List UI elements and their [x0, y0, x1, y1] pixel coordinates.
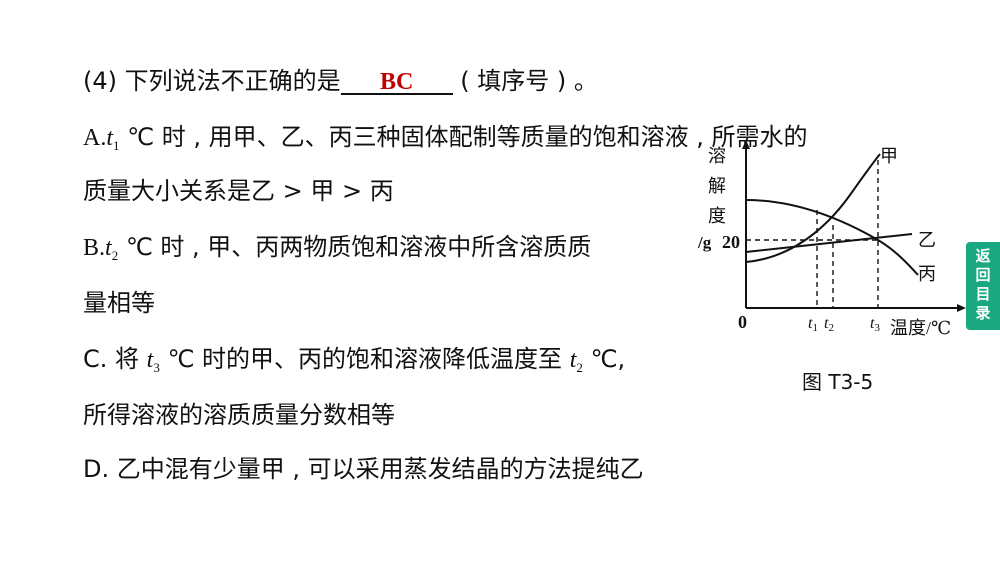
curve-bing	[745, 199, 919, 276]
origin-label: 0	[738, 312, 747, 332]
curve-yi	[745, 233, 913, 253]
option-a-text1: ℃ 时 , 用甲、乙、丙三种固体配制等质量的饱和溶液 , 所需水的	[127, 123, 808, 151]
option-b-lead: B.	[83, 235, 106, 261]
x-axis-label: 温度/℃	[890, 318, 951, 338]
option-c-var2: t	[569, 347, 577, 373]
question-suffix: ( 填序号 ) 。	[460, 67, 598, 95]
option-a-line2: 质量大小关系是乙 > 甲 > 丙	[83, 176, 394, 206]
label-bing: 丙	[918, 264, 936, 284]
ylabel-unit: /g	[697, 233, 712, 252]
option-a-lead: A.	[83, 125, 107, 151]
y-axis-arrow-icon	[742, 140, 750, 149]
side-tab-char-2: 回	[975, 266, 991, 284]
side-tab-char-4: 录	[975, 304, 991, 322]
option-c-sub2: 2	[576, 360, 583, 375]
ylabel-char-1: 溶	[708, 146, 726, 166]
label-jia: 甲	[880, 146, 898, 166]
option-a-line1: A.t1 ℃ 时 , 用甲、乙、丙三种固体配制等质量的饱和溶液 , 所需水的	[83, 122, 808, 161]
option-b-var: t	[105, 235, 112, 261]
option-d-text: D. 乙中混有少量甲 , 可以采用蒸发结晶的方法提纯乙	[83, 455, 644, 483]
option-c-text2: 所得溶液的溶质质量分数相等	[83, 401, 395, 429]
option-a-text2: 质量大小关系是乙 > 甲 > 丙	[83, 177, 394, 205]
option-b-text2: 量相等	[83, 289, 155, 317]
x-tick-t2: t2	[824, 315, 834, 334]
side-tab-char-3: 目	[975, 285, 991, 303]
option-a-sub: 1	[113, 138, 120, 153]
option-c-end: ℃,	[590, 345, 626, 373]
answer-blank: BC	[340, 70, 453, 95]
y-tick-20: 20	[722, 232, 740, 252]
x-axis-arrow-icon	[957, 304, 966, 312]
option-b-line1: B.t2 ℃ 时 , 甲、丙两物质饱和溶液中所含溶质质	[83, 232, 591, 271]
x-tick-t1: t1	[808, 315, 818, 334]
curve-jia	[745, 153, 881, 263]
option-c-sub1: 3	[153, 360, 160, 375]
option-d-line: D. 乙中混有少量甲 , 可以采用蒸发结晶的方法提纯乙	[83, 454, 644, 484]
x-tick-t3: t3	[870, 315, 880, 334]
option-c-mid: ℃ 时的甲、丙的饱和溶液降低温度至	[167, 345, 563, 373]
option-c-line2: 所得溶液的溶质质量分数相等	[83, 400, 395, 430]
option-c-var1: t	[146, 347, 154, 373]
ylabel-char-2: 解	[708, 176, 726, 196]
option-c-line1: C. 将 t3 ℃ 时的甲、丙的饱和溶液降低温度至 t2 ℃,	[83, 344, 625, 383]
label-yi: 乙	[918, 230, 936, 250]
back-to-contents-button[interactable]: 返 回 目 录	[966, 242, 1000, 330]
solubility-figure: 溶 解 度 /g 20 0 甲 乙 丙 t1 t2 t3 温度/℃	[697, 140, 966, 338]
side-tab-char-1: 返	[975, 247, 991, 265]
option-b-line2: 量相等	[83, 288, 155, 318]
figure-caption: 图 T3-5	[802, 370, 874, 394]
question-prefix: (4) 下列说法不正确的是	[83, 67, 341, 95]
option-c-lead: C. 将	[83, 345, 140, 373]
option-b-sub: 2	[111, 248, 119, 263]
option-b-text1: ℃ 时 , 甲、丙两物质饱和溶液中所含溶质质	[125, 233, 592, 261]
option-a-var: t	[106, 125, 114, 151]
ylabel-char-3: 度	[708, 206, 726, 226]
